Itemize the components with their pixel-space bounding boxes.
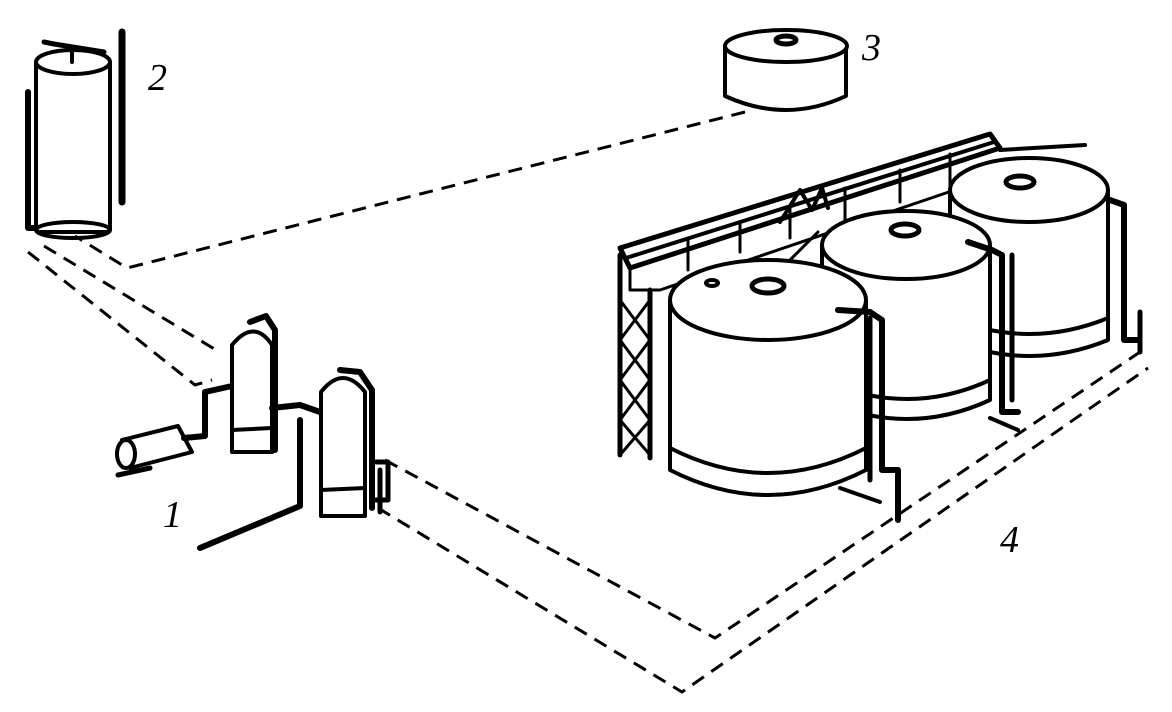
flat-tank-3 bbox=[723, 28, 849, 112]
label-separators: 1 bbox=[163, 494, 182, 536]
storage-tank-front bbox=[668, 258, 901, 523]
label-vertical-tank: 2 bbox=[148, 57, 167, 99]
pipeline-tank3-to-tank2 bbox=[74, 110, 746, 270]
vertical-tank-2 bbox=[25, 28, 126, 240]
label-tank-farm: 4 bbox=[1000, 519, 1019, 561]
pipeline-separator-to-farm-outer bbox=[377, 366, 1149, 694]
pipeline-separator-to-farm-inner bbox=[384, 350, 1141, 640]
dashed-pipelines bbox=[27, 110, 1149, 694]
tank-farm-4 bbox=[617, 131, 1143, 523]
pipeline-tank2-outer bbox=[27, 250, 213, 387]
pipeline-tank2-inner bbox=[43, 244, 217, 352]
label-flat-tank: 3 bbox=[861, 27, 881, 69]
separators-group-1 bbox=[115, 313, 391, 551]
